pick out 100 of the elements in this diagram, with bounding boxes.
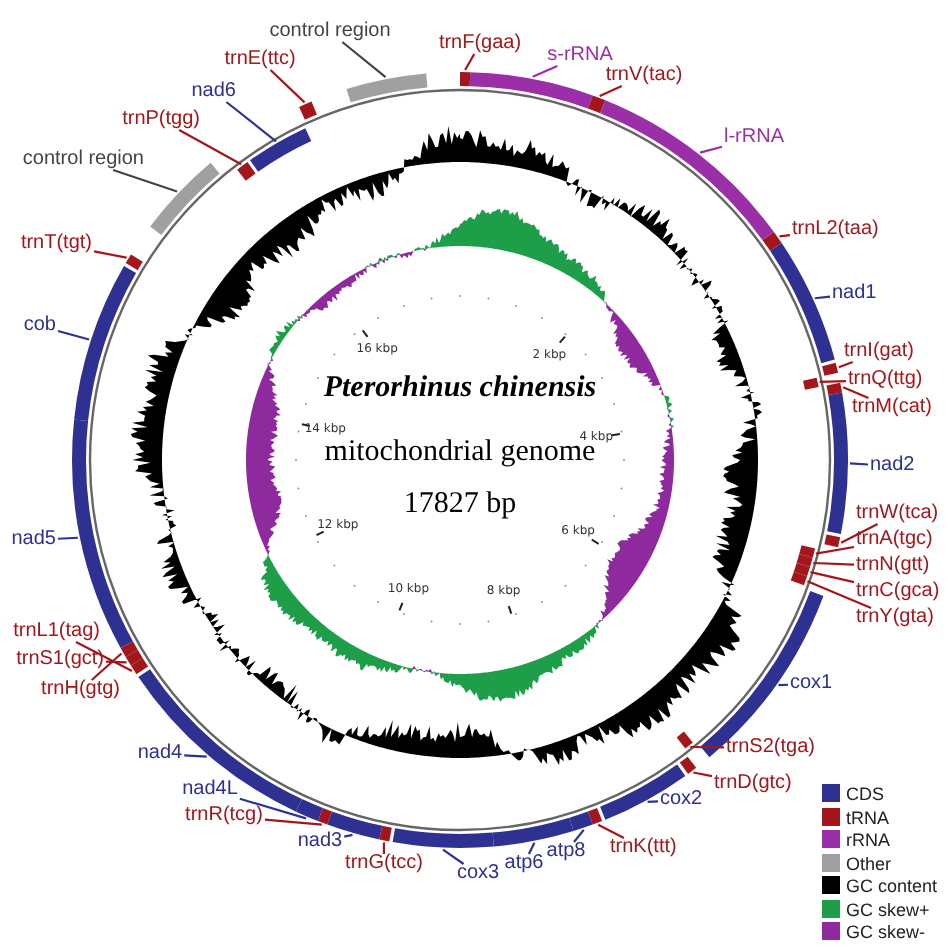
leader-line <box>842 386 869 399</box>
gene-label: trnI(gat) <box>844 340 915 364</box>
trna-mark <box>237 162 256 181</box>
gene-label: trnA(tgc) <box>856 528 933 552</box>
trna-mark <box>762 231 782 251</box>
trna-mark <box>130 658 149 675</box>
gene-label: trnH(gtg) <box>41 678 120 702</box>
gene-label: trnS1(gct) <box>16 648 104 672</box>
gene-label: trnM(cat) <box>852 396 932 420</box>
gene-label: nad6 <box>191 80 236 104</box>
leader-line <box>178 129 242 166</box>
leader-line <box>693 771 713 778</box>
control-region-bar <box>150 162 220 235</box>
trna-mark <box>317 808 333 825</box>
leader-line <box>813 561 855 566</box>
legend-label: GC skew- <box>846 922 926 942</box>
gene-label: trnK(ttt) <box>610 836 677 860</box>
legend-label: GC content <box>846 876 938 896</box>
leader-line <box>699 145 723 154</box>
leader-line <box>382 842 386 854</box>
gene-label: control region <box>269 20 391 44</box>
gene-bar <box>569 811 593 832</box>
gene-label: trnY(gta) <box>856 606 934 630</box>
leader-line <box>810 571 855 584</box>
gene-label: nad4L <box>182 778 238 802</box>
gene-label: atp8 <box>546 840 586 864</box>
leader-line <box>57 536 78 540</box>
gene-label: trnN(gtt) <box>856 554 930 578</box>
trna-mark <box>587 95 606 114</box>
gene-label: trnC(gca) <box>856 580 940 604</box>
gene-label: cob <box>23 314 56 338</box>
leader-line <box>647 800 659 803</box>
leader-line <box>464 53 476 71</box>
gene-label: cox3 <box>456 862 500 886</box>
trna-mark <box>796 554 813 567</box>
control-region-bar <box>346 73 428 103</box>
gene-label: control region <box>22 148 144 172</box>
leader-line <box>184 754 207 758</box>
gene-label: nad4 <box>137 742 183 766</box>
gene-label: trnL2(taa) <box>792 218 879 242</box>
trna-mark <box>125 649 143 666</box>
gene-bar <box>827 392 848 535</box>
trna-mark <box>679 756 697 774</box>
gene-bar <box>392 828 494 848</box>
leader-line <box>815 545 855 555</box>
trna-mark <box>824 534 841 548</box>
gene-label: trnQ(ttg) <box>848 368 923 392</box>
leader-line <box>269 69 306 104</box>
gene-label: trnL1(tag) <box>13 620 100 644</box>
leader-line <box>690 745 724 749</box>
gene-bar <box>296 798 323 821</box>
trna-mark <box>676 731 693 749</box>
gene-label: trnP(tgg) <box>122 108 200 132</box>
gene-label: nad3 <box>297 830 343 854</box>
leader-line <box>112 168 178 193</box>
legend-label: GC skew+ <box>846 899 930 919</box>
legend-label: rRNA <box>846 830 890 850</box>
trna-mark <box>120 641 138 657</box>
gene-label: trnV(tac) <box>605 64 683 88</box>
leader-line <box>532 65 558 78</box>
legend-label: CDS <box>846 784 885 804</box>
trna-mark <box>793 562 810 577</box>
leader-line <box>597 823 625 839</box>
leader-line <box>442 848 465 865</box>
leader-line <box>225 101 277 143</box>
leader-line <box>599 85 623 97</box>
gene-label: trnS2(tga) <box>726 736 815 760</box>
trna-mark <box>299 101 317 120</box>
leader-line <box>838 360 854 369</box>
gene-bar <box>770 243 835 364</box>
leader-line <box>779 234 791 238</box>
gene-bar <box>250 128 312 172</box>
leader-line <box>341 41 387 79</box>
gene-label: trnT(tgt) <box>20 232 92 256</box>
trna-mark <box>799 545 816 558</box>
leader-line <box>239 797 307 820</box>
gene-label: nad2 <box>870 454 915 478</box>
species-name: Pterorhinus chinensis <box>323 372 597 404</box>
leader-line <box>93 250 127 259</box>
gene-label: trnD(gtc) <box>714 772 792 796</box>
leader-line <box>527 842 536 855</box>
leader-line <box>807 580 872 609</box>
gene-label: trnG(tcc) <box>345 852 423 876</box>
gene-label: nad5 <box>11 528 56 552</box>
gene-label: trnF(gaa) <box>438 32 522 56</box>
gene-label: l-rRNA <box>724 126 784 150</box>
gene-label: trnR(tcg) <box>185 804 263 828</box>
trna-mark <box>379 825 392 842</box>
genome-caption: 17827 bp <box>403 488 517 520</box>
gene-bar <box>74 266 137 421</box>
gene-label: cox2 <box>660 788 703 812</box>
trna-mark <box>587 808 603 825</box>
trna-mark <box>125 254 143 271</box>
trna-mark <box>803 377 819 390</box>
gene-label: cox1 <box>790 672 833 696</box>
leader-line <box>264 818 322 826</box>
leader-line <box>814 295 831 300</box>
trna-mark <box>460 72 471 87</box>
rrna-bar <box>469 72 593 109</box>
leader-line <box>840 523 879 544</box>
